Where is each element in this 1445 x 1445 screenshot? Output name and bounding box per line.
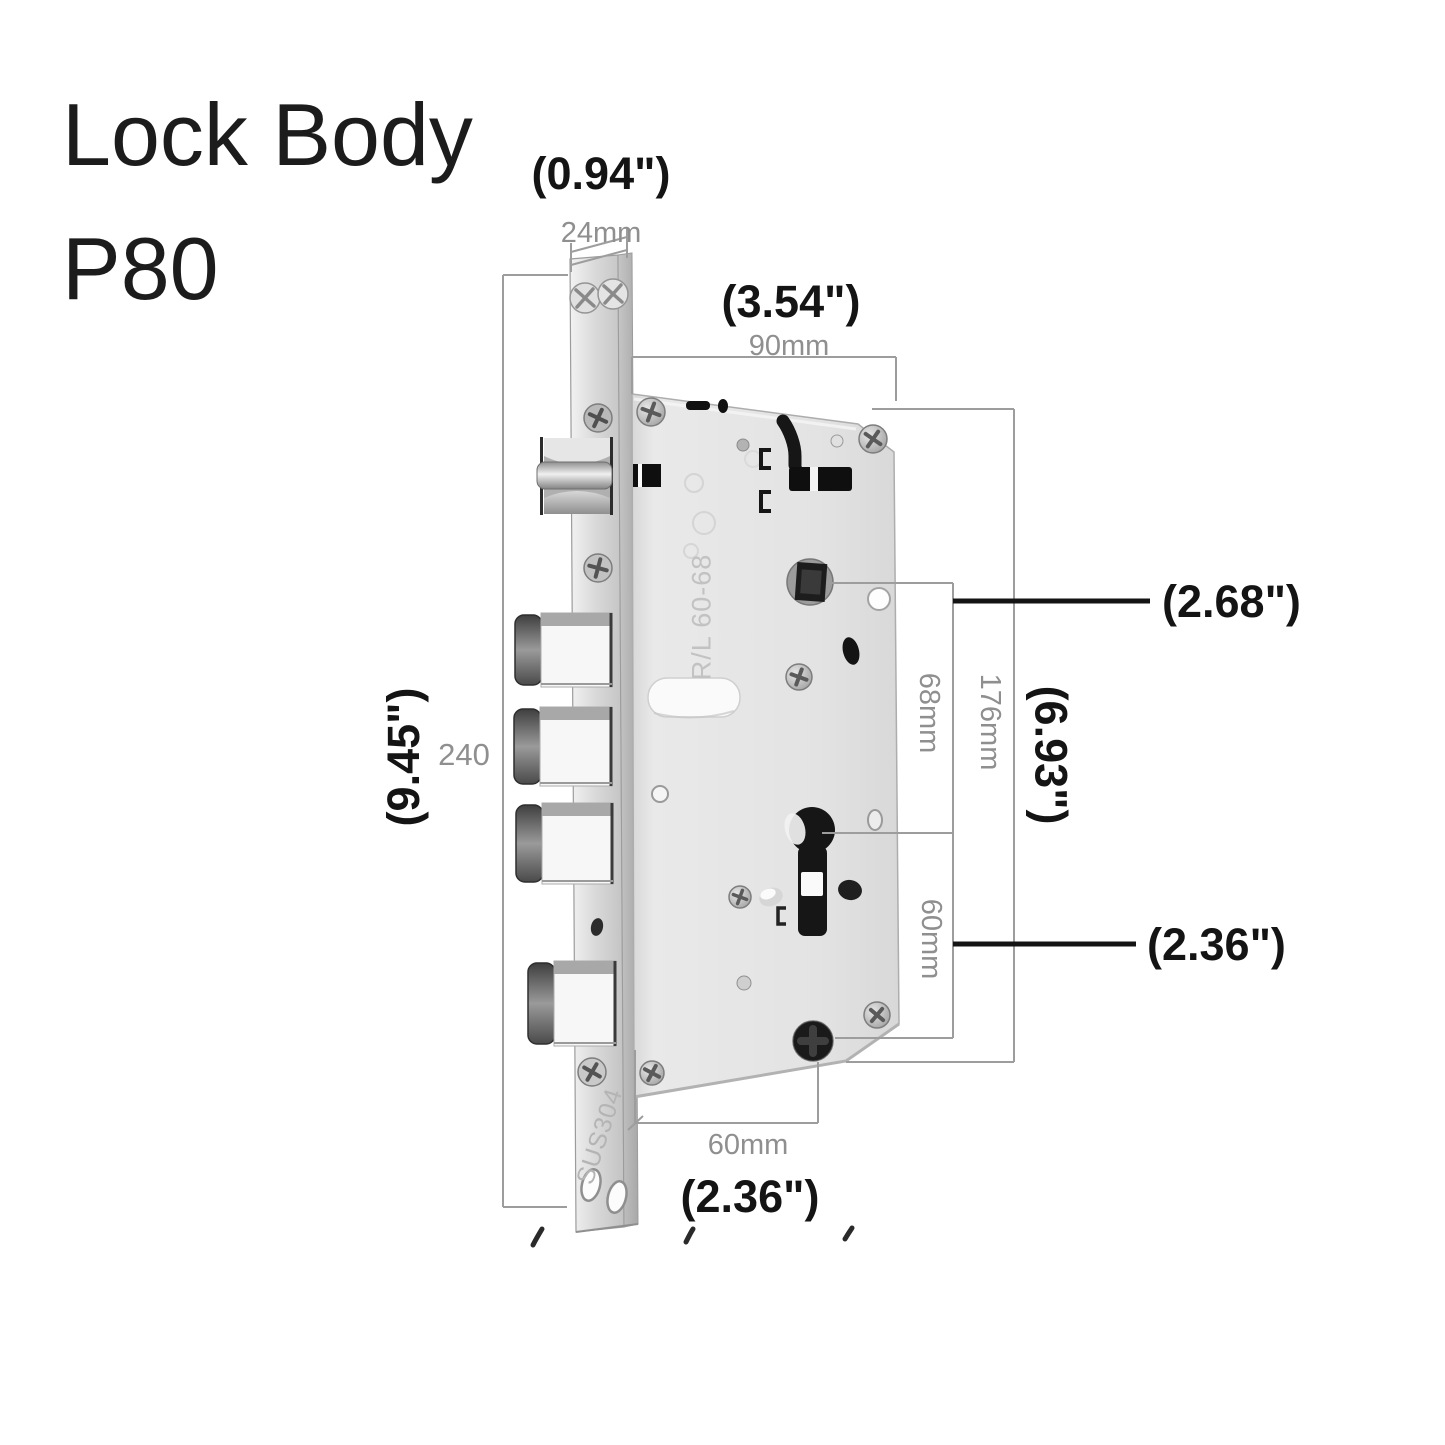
label-spindle-to-cylinder-mm: 68mm bbox=[913, 673, 945, 754]
body-screw bbox=[863, 1001, 891, 1029]
faceplate-hole bbox=[590, 918, 604, 936]
faceplate-screw bbox=[577, 1057, 607, 1087]
horizontal-slot bbox=[789, 467, 852, 491]
cam-highlight bbox=[760, 888, 776, 900]
dark-oval-slot bbox=[842, 637, 860, 665]
body-screw bbox=[728, 885, 752, 909]
label-spindle-offset-inch: (2.68") bbox=[1162, 576, 1301, 627]
body-screw bbox=[639, 1060, 665, 1086]
pin bbox=[830, 434, 844, 448]
faceplate-screw bbox=[597, 278, 629, 310]
small-hole bbox=[651, 785, 669, 803]
ghost-mark bbox=[684, 473, 704, 493]
page-subtitle-model: P80 bbox=[62, 219, 219, 318]
label-faceplate-height-inch: (9.45") bbox=[378, 688, 429, 827]
left-edge-slot bbox=[633, 464, 661, 487]
label-cylinder-to-screw-inch: (2.36") bbox=[1147, 919, 1286, 970]
body-engraving: R/L 60-68 bbox=[686, 554, 716, 681]
page-title: Lock Body bbox=[62, 85, 473, 184]
ghost-mark bbox=[683, 543, 699, 559]
ghost-mark bbox=[692, 511, 716, 535]
faceplate-screw bbox=[583, 403, 613, 433]
bracket-slot bbox=[759, 490, 771, 513]
label-cylinder-to-screw-mm: 60mm bbox=[915, 899, 947, 980]
top-slot-dot bbox=[718, 399, 728, 413]
label-faceplate-width-inch: (0.94") bbox=[532, 148, 671, 199]
round-hole bbox=[867, 587, 891, 611]
label-body-height-mm: 176mm bbox=[974, 674, 1006, 771]
pin bbox=[736, 975, 752, 991]
dimension-lines bbox=[502, 229, 1015, 1208]
label-body-height-inch: (6.93") bbox=[1025, 686, 1076, 825]
faceplate-oval-hole bbox=[580, 1168, 602, 1202]
lever-slot bbox=[776, 414, 802, 472]
spindle-hole bbox=[786, 558, 834, 606]
bracket-slot bbox=[776, 906, 786, 926]
deadbolt-2 bbox=[513, 706, 613, 787]
faceplate-screw bbox=[583, 553, 613, 583]
deadbolt-1 bbox=[514, 612, 613, 688]
dark-oval-slot bbox=[838, 879, 862, 901]
slider-pill bbox=[647, 677, 741, 718]
label-backset-mm: 60mm bbox=[708, 1129, 789, 1161]
lock-body-plate: R/L 60-68 bbox=[631, 393, 900, 1099]
watermark-marks bbox=[530, 1225, 855, 1248]
fixing-screw bbox=[792, 1020, 834, 1062]
bracket-slot bbox=[759, 448, 771, 470]
label-faceplate-width-mm: 24mm bbox=[561, 217, 642, 249]
deadbolt-3 bbox=[515, 802, 614, 885]
faceplate-oval-hole bbox=[606, 1180, 628, 1214]
top-slot bbox=[686, 401, 710, 410]
label-body-width-mm: 90mm bbox=[749, 330, 830, 362]
oval-hole bbox=[867, 809, 883, 831]
label-body-width-inch: (3.54") bbox=[722, 276, 861, 327]
body-screw bbox=[858, 424, 888, 454]
latch-bolt bbox=[536, 437, 613, 515]
label-faceplate-height-mm: 240 bbox=[438, 737, 490, 772]
body-screw bbox=[636, 397, 666, 427]
pin bbox=[736, 438, 750, 452]
body-screw bbox=[785, 663, 813, 691]
faceplate-screw bbox=[569, 282, 601, 314]
horizontal-slot-gap bbox=[810, 467, 818, 491]
deadbolt-4 bbox=[527, 960, 617, 1047]
cylinder-keyhole bbox=[784, 807, 835, 936]
label-backset-inch: (2.36") bbox=[681, 1171, 820, 1222]
left-edge-slot-divider bbox=[638, 464, 642, 487]
